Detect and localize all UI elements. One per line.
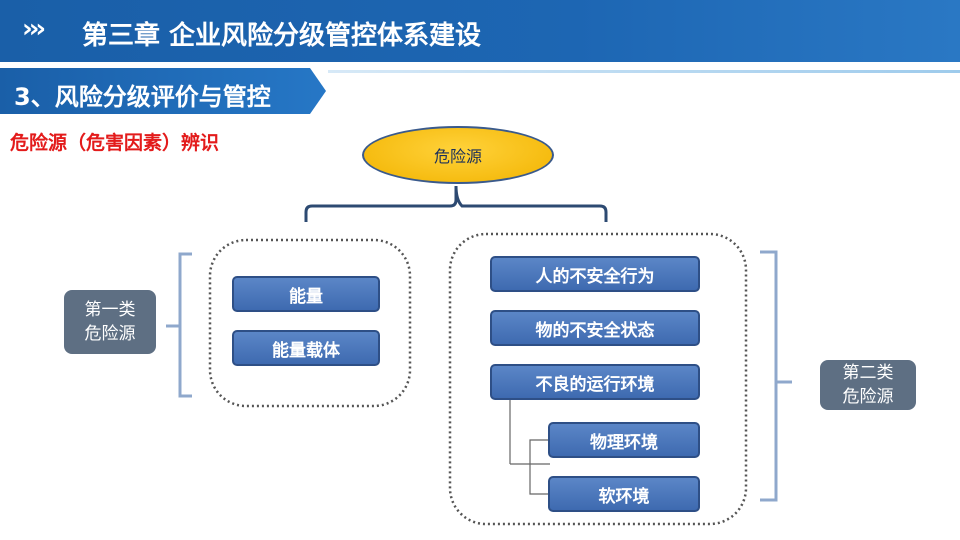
second-category-line1: 第二类 <box>842 363 894 383</box>
first-category-label: 第一类 危险源 <box>64 290 156 354</box>
header-bar: ››› 第三章 企业风险分级管控体系建设 <box>0 0 960 62</box>
unsafe-condition-node: 物的不安全状态 <box>490 310 700 346</box>
second-category-line2: 危险源 <box>842 387 894 407</box>
header-accent-line <box>328 70 960 73</box>
poor-environment-node: 不良的运行环境 <box>490 364 700 400</box>
soft-environment-node: 软环境 <box>548 476 700 512</box>
root-node: 危险源 <box>362 126 554 184</box>
section-tab-shape <box>0 68 326 114</box>
slide-subtitle: 危险源（危害因素）辨识 <box>10 132 220 154</box>
second-category-label: 第二类 危险源 <box>820 360 916 410</box>
first-category-bracket <box>166 252 192 398</box>
energy-carrier-node: 能量载体 <box>232 330 380 366</box>
section-tab: 3、风险分级评价与管控 <box>0 68 328 114</box>
unsafe-behavior-node: 人的不安全行为 <box>490 256 700 292</box>
page-title: 第三章 企业风险分级管控体系建设 <box>82 21 482 51</box>
root-brace <box>304 185 608 222</box>
first-category-group <box>208 238 412 408</box>
second-category-group <box>448 232 748 526</box>
energy-node: 能量 <box>232 276 380 312</box>
first-category-line1: 第一类 <box>84 300 136 320</box>
section-title: 3、风险分级评价与管控 <box>14 83 271 111</box>
second-category-bracket <box>760 250 792 502</box>
first-category-line2: 危险源 <box>84 324 136 344</box>
subitem-tree-lines <box>509 398 550 495</box>
physical-environment-node: 物理环境 <box>548 422 700 458</box>
